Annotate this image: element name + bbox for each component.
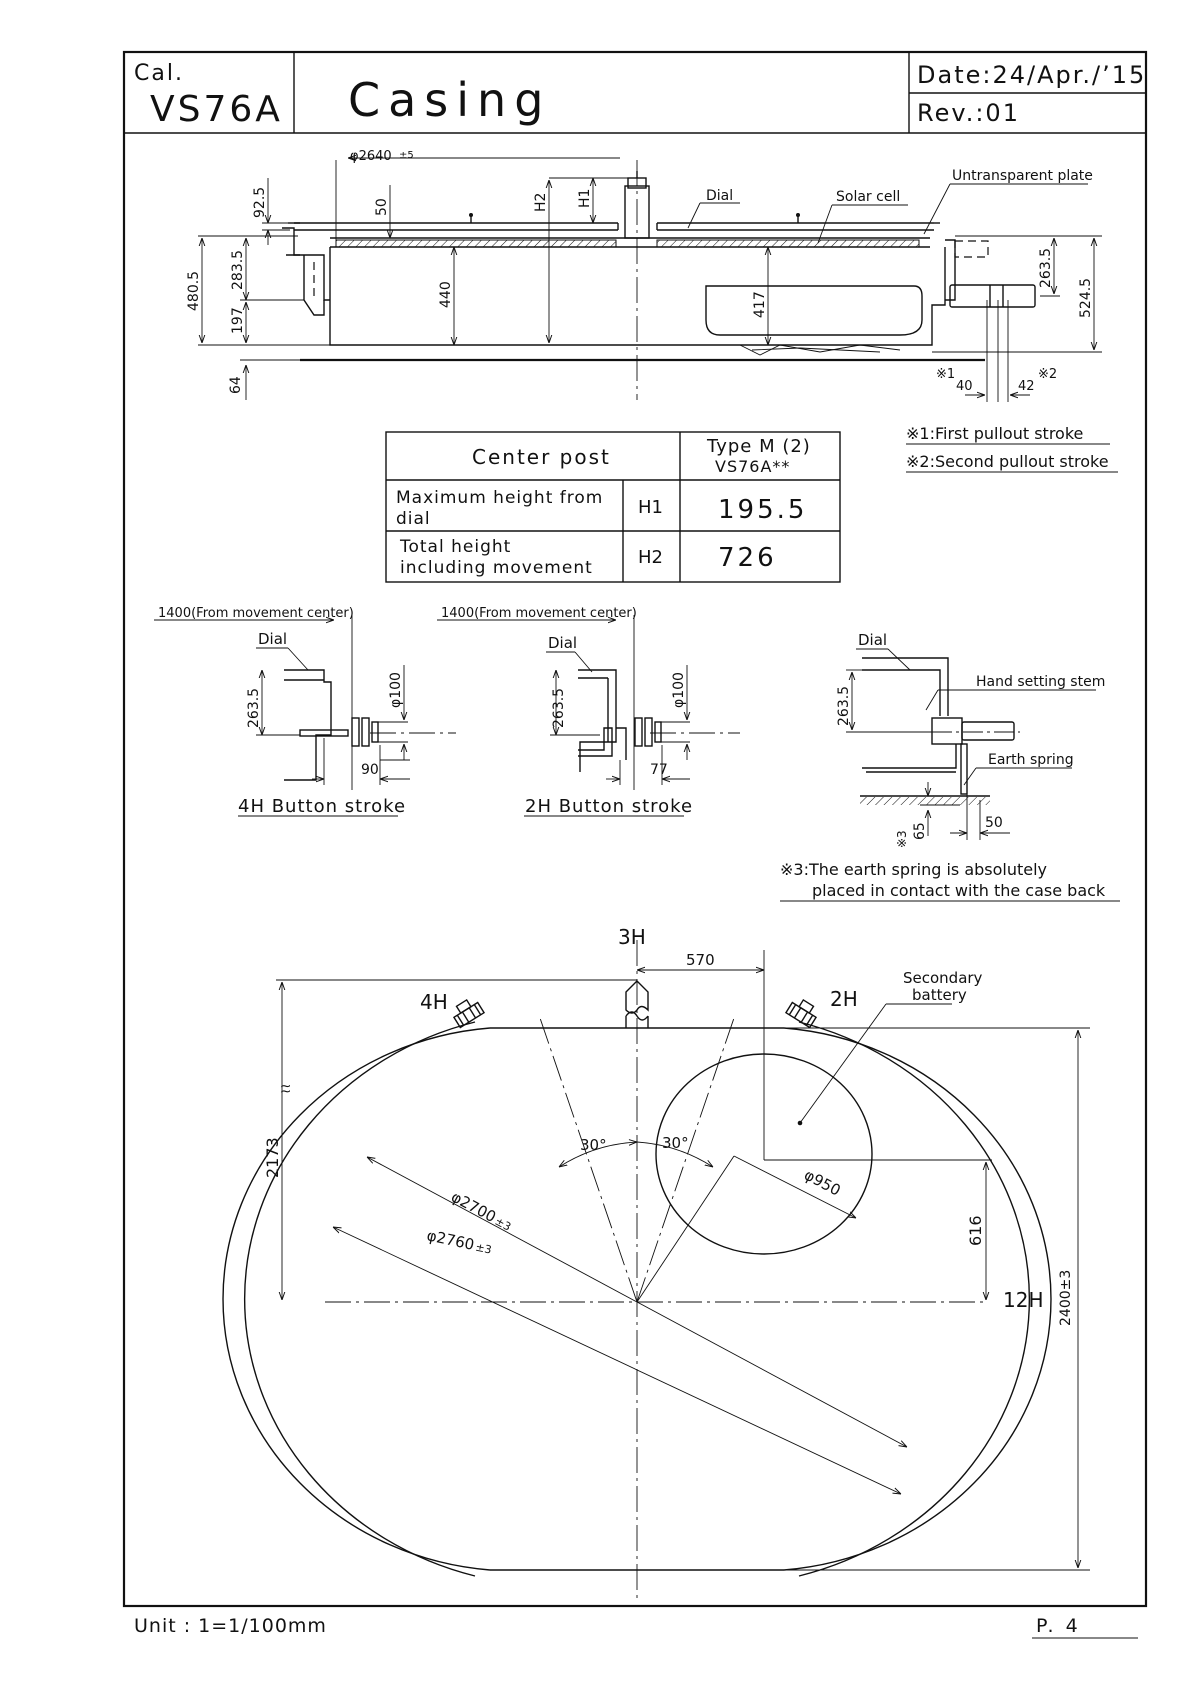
dim-phi2760-tol: ±3 <box>474 1241 493 1257</box>
section-dimensions: φ2640 ±5 92.5 50 H2 H1 440 417 480.5 283… <box>186 149 1102 402</box>
table-header-center-post: Center post <box>472 445 611 469</box>
star-2-mark: ※2 <box>1038 367 1057 382</box>
dim-90: 90 <box>361 762 379 778</box>
dim-263-5: 263.5 <box>836 686 852 726</box>
label-12h: 12H <box>1003 1288 1044 1312</box>
table-row-desc: Total height <box>399 537 511 557</box>
label-3h: 3H <box>618 925 646 949</box>
caption-4h-button-stroke: 4H Button stroke <box>238 796 406 817</box>
dim-h1: H1 <box>577 189 593 208</box>
dim-283-5: 283.5 <box>230 250 246 290</box>
dim-50: 50 <box>985 815 1003 831</box>
detail-earth-spring: Dial 263.5 Hand setting stem Earth sprin… <box>836 631 1105 848</box>
note-earth-spring-2: placed in contact with the case back <box>812 881 1106 900</box>
label-30-degree-right: 30° <box>662 1134 689 1152</box>
revision-text: Rev.:01 <box>917 99 1020 127</box>
dim-524-5: 524.5 <box>1078 278 1094 318</box>
dim-2400: 2400±3 <box>1058 1270 1074 1326</box>
dim-2173: 2173 <box>263 1137 282 1178</box>
dim-65: 65 <box>912 822 928 840</box>
label-hand-setting-stem: Hand setting stem <box>976 674 1105 690</box>
label-2h: 2H <box>830 987 858 1011</box>
section-leaders: Dial Solar cell Untransparent plate <box>687 168 1093 244</box>
label-battery: battery <box>912 986 967 1004</box>
detail-2h-button: 1400(From movement center) Dial 263.5 φ1… <box>437 606 740 817</box>
dim-phi950: φ950 <box>801 1166 843 1200</box>
table-row-value: 726 <box>718 543 777 573</box>
center-post-table: Center post Type M (2) VS76A** Maximum h… <box>385 431 841 583</box>
label-untransparent-plate: Untransparent plate <box>952 168 1093 184</box>
page-title: Casing <box>348 73 551 127</box>
table-header-caliber: VS76A** <box>715 457 790 476</box>
label-dial: Dial <box>258 630 287 648</box>
dim-phi100: φ100 <box>388 672 404 708</box>
label-secondary: Secondary <box>903 969 983 987</box>
label-dial: Dial <box>858 631 887 649</box>
dim-616: 616 <box>966 1215 985 1246</box>
label-4h: 4H <box>420 990 448 1014</box>
dim-64: 64 <box>228 376 244 394</box>
note-earth-spring-1: ※3:The earth spring is absolutely <box>780 860 1047 879</box>
section-view <box>282 160 1036 400</box>
table-row-desc: including movement <box>400 558 593 578</box>
table-row-desc: Maximum height from <box>396 488 603 508</box>
star-3-mark: ※3 <box>895 830 909 848</box>
cal-label: Cal. <box>134 61 184 86</box>
dim-77: 77 <box>650 762 668 778</box>
label-dial: Dial <box>548 634 577 652</box>
date-text: Date:24/Apr./’15 <box>917 61 1146 89</box>
dim-480-5: 480.5 <box>186 271 202 311</box>
label-from-center: 1400(From movement center) <box>158 606 354 621</box>
dim-40: 40 <box>956 379 973 394</box>
plan-view <box>222 940 1052 1600</box>
table-row-symbol: H2 <box>638 547 663 568</box>
dim-h2: H2 <box>533 193 549 212</box>
dim-phi2700-tol: ±3 <box>493 1215 513 1234</box>
dim-42: 42 <box>1018 379 1035 394</box>
dim-263-5: 263.5 <box>551 688 567 728</box>
note-second-pullout: ※2:Second pullout stroke <box>906 452 1109 471</box>
drawing-frame <box>122 50 1148 1608</box>
dim-263-5: 263.5 <box>246 688 262 728</box>
dim-dia-top-tol: ±5 <box>399 150 414 161</box>
table-row-value: 195.5 <box>718 495 807 525</box>
label-30-degree-left: 30° <box>580 1136 607 1154</box>
detail-4h-button: 1400(From movement center) Dial 263.5 φ1… <box>154 606 456 817</box>
table-row-desc: dial <box>396 509 431 529</box>
label-solar-cell: Solar cell <box>836 189 900 205</box>
dim-263-5: 263.5 <box>1038 248 1054 288</box>
caliber-name: VS76A <box>150 89 283 130</box>
dim-570: 570 <box>686 951 715 969</box>
dim-440: 440 <box>438 281 454 308</box>
table-header-type: Type M (2) <box>706 436 811 457</box>
dim-phi2760: φ2760 <box>425 1226 476 1254</box>
page-number: P. 4 <box>1036 1615 1081 1637</box>
table-row-symbol: H1 <box>638 497 663 518</box>
dim-phi2700: φ2700 <box>448 1188 499 1226</box>
dim-197: 197 <box>230 307 246 334</box>
dim-dia-top: φ2640 <box>350 149 392 164</box>
dim-50: 50 <box>374 198 390 216</box>
note-first-pullout: ※1:First pullout stroke <box>906 424 1083 443</box>
star-1-mark: ※1 <box>936 367 955 382</box>
dim-92-5: 92.5 <box>252 187 268 218</box>
dim-phi100: φ100 <box>671 672 687 708</box>
label-from-center: 1400(From movement center) <box>441 606 637 621</box>
dim-417: 417 <box>752 291 768 318</box>
plan-dimensions: 3H 4H 2H 12H 570 2173 ≀≀ 616 2400±3 Seco… <box>263 925 1090 1571</box>
svg-text:≀≀: ≀≀ <box>278 1084 294 1095</box>
unit-note: Unit : 1=1/100mm <box>134 1615 327 1637</box>
label-dial: Dial <box>706 188 733 204</box>
label-earth-spring: Earth spring <box>988 752 1074 768</box>
caption-2h-button-stroke: 2H Button stroke <box>525 796 693 817</box>
